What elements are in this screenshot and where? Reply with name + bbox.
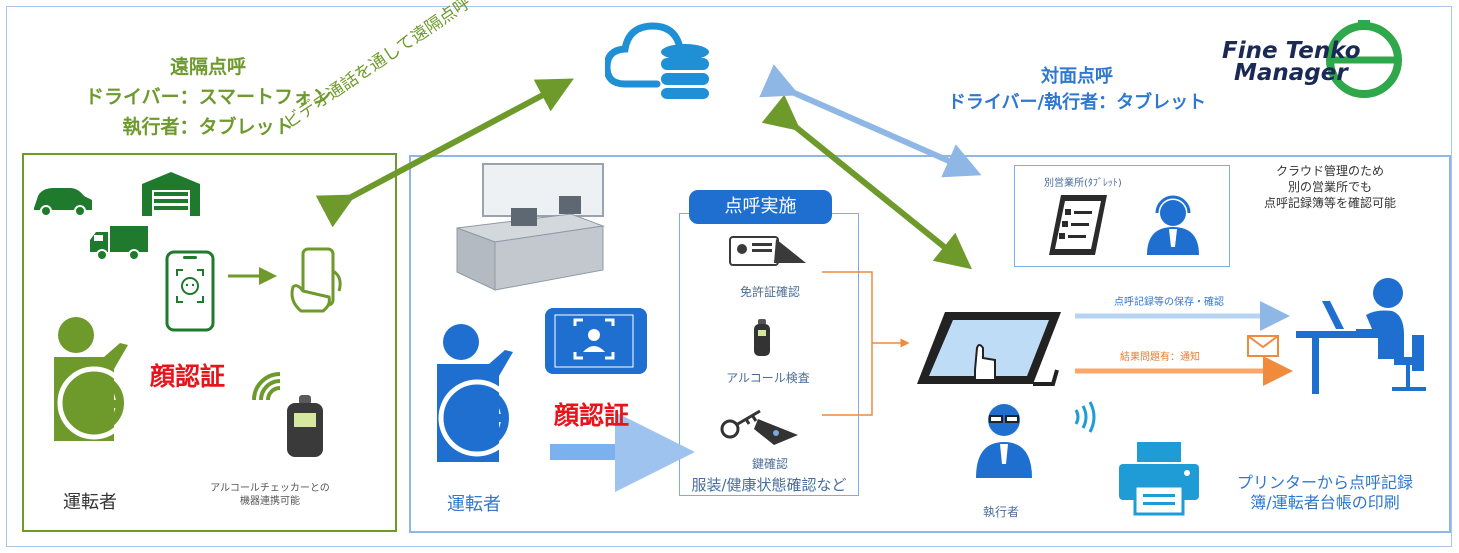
license-check-label: 免許証確認	[739, 285, 800, 299]
cloud-database-icon	[605, 22, 709, 99]
tablet-face-scan-icon	[545, 308, 647, 374]
checker-note-line2: 機器連携可能	[240, 496, 300, 507]
cloud-note-line3: 点呼記録簿等を確認可能	[1263, 196, 1396, 210]
truck-icon	[90, 226, 148, 261]
alcohol-checker-icon	[287, 395, 323, 457]
cloud-tablet-arrow	[761, 94, 973, 270]
cloud-management-note: クラウド管理のため 別の営業所でも 点呼記録簿等を確認可能	[1245, 163, 1415, 211]
breathalyzer-icon	[754, 319, 770, 356]
alcohol-check-label: アルコール検査	[726, 371, 810, 385]
phone-face-scan-icon	[165, 250, 215, 332]
office-worker-desk-icon	[1296, 278, 1426, 394]
face-title: 対面点呼	[1041, 66, 1113, 87]
check-bracket	[822, 271, 905, 416]
branch-office-label: 別営業所(ﾀﾌﾞﾚｯﾄ)	[1044, 178, 1122, 189]
steering-wheel-logo-icon	[1326, 20, 1402, 98]
notify-flow-label: 結果問題有：通知	[1120, 352, 1200, 363]
checker-note: アルコールチェッカーとの 機器連携可能	[200, 482, 340, 508]
hand-smartphone-icon	[290, 247, 342, 313]
license-card-icon	[729, 236, 806, 266]
executor-label: 執行者	[983, 505, 1020, 519]
face-driver-icon	[437, 324, 516, 462]
printer-label: プリンターから点呼記録 簿/運転者台帳の印刷	[1215, 473, 1435, 513]
logo-line2: Manager	[1234, 60, 1348, 86]
face-device: ドライバー/執行者：タブレット	[947, 92, 1207, 113]
printer-line1: プリンターから点呼記録	[1236, 473, 1413, 492]
remote-driver-icon	[54, 317, 131, 441]
key-check-label: 鍵確認	[751, 457, 788, 471]
other-check-label: 服装/健康状態確認など	[691, 476, 847, 494]
garage-icon	[142, 172, 200, 216]
tablet-touch-icon	[917, 312, 1061, 386]
wireless-signal-icon	[252, 372, 281, 401]
remote-face-auth-label: 顔認証	[150, 362, 226, 391]
remote-driver-device: ドライバー：スマートフォン	[84, 86, 332, 108]
fine-tenko-manager-logo: Fine Tenko Manager	[1222, 18, 1407, 98]
cloud-note-line1: クラウド管理のため	[1275, 164, 1384, 178]
remote-title: 遠隔点呼	[169, 56, 246, 78]
face-face-auth-label: 顔認証	[554, 401, 630, 430]
checklist-tablet-icon	[1049, 195, 1107, 255]
tenko-implementation-pill: 点呼実施	[689, 190, 832, 224]
logo-line1: Fine Tenko	[1222, 38, 1361, 64]
remote-executor-device: 執行者：タブレット	[122, 116, 294, 138]
printer-icon	[1119, 442, 1199, 516]
cloud-office-arrow	[759, 64, 982, 178]
face-driver-label: 運転者	[447, 494, 501, 515]
nfc-signal-icon	[1074, 401, 1096, 433]
branch-office-box	[1014, 165, 1230, 267]
mail-icon	[1247, 335, 1279, 357]
printer-line2: 簿/運転者台帳の印刷	[1250, 493, 1400, 512]
operator-headset-icon	[1147, 195, 1199, 255]
remote-driver-label: 運転者	[63, 492, 117, 513]
face-tenko-heading: 対面点呼 ドライバー/執行者：タブレット	[862, 64, 1292, 116]
cloud-note-line2: 別の営業所でも	[1287, 180, 1372, 194]
executor-icon	[976, 404, 1032, 478]
remote-tenko-heading: 遠隔点呼 ドライバー：スマートフォン 執行者：タブレット	[40, 52, 376, 142]
car-icon	[34, 188, 92, 217]
remote-section-box	[22, 153, 397, 532]
remote-video-arrow	[315, 78, 574, 228]
office-desk-illustration	[456, 163, 605, 291]
checker-note-line1: アルコールチェッカーとの	[210, 483, 330, 494]
keys-icon	[720, 409, 798, 445]
outer-frame	[6, 6, 1452, 547]
save-flow-label: 点呼記録等の保存・確認	[1114, 297, 1224, 308]
